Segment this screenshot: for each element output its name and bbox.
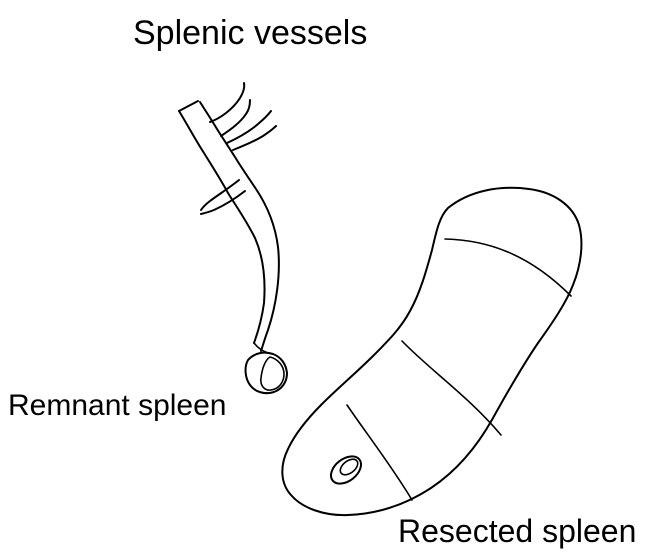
resected-spleen-label: Resected spleen <box>398 515 636 547</box>
vessel-branch-upper-1 <box>210 83 244 122</box>
resected-spleen-graphic <box>282 188 581 515</box>
resected-spleen-opening <box>326 451 366 489</box>
splenic-vessels-graphic <box>179 83 279 353</box>
resected-spleen-divider-1 <box>445 239 571 296</box>
remnant-spleen-face <box>261 357 284 390</box>
vessel-trunk-right-edge <box>200 102 279 351</box>
resected-spleen-outline <box>282 188 581 515</box>
vessel-trunk-left-edge <box>179 111 265 343</box>
vessel-trunk-end <box>179 101 198 111</box>
vessel-branch-lower <box>201 180 239 210</box>
splenic-vessels-label: Splenic vessels <box>133 16 367 50</box>
remnant-spleen-body <box>246 353 287 394</box>
vessel-branch-upper-2b <box>233 126 276 150</box>
remnant-spleen-label: Remnant spleen <box>8 391 226 421</box>
resected-spleen-divider-3 <box>347 405 412 500</box>
remnant-spleen-graphic <box>246 353 287 394</box>
resected-spleen-divider-2 <box>402 341 501 435</box>
